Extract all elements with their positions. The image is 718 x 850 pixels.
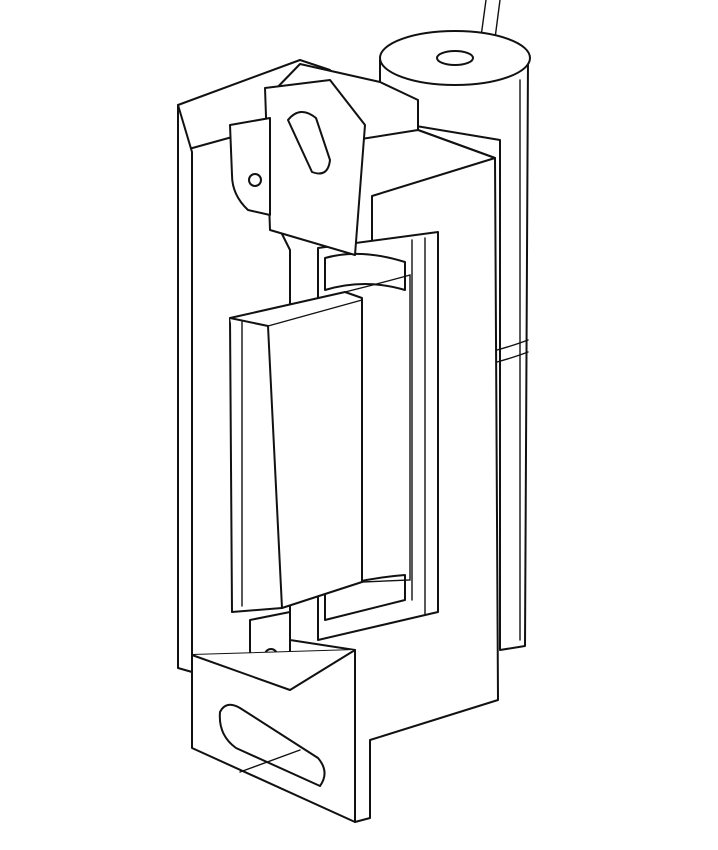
top-mounting-tab — [229, 79, 366, 256]
top-slot — [287, 111, 331, 175]
bottom-slot — [218, 703, 326, 787]
bottom-mounting-tab — [191, 611, 356, 823]
latch-keeper — [229, 274, 411, 613]
